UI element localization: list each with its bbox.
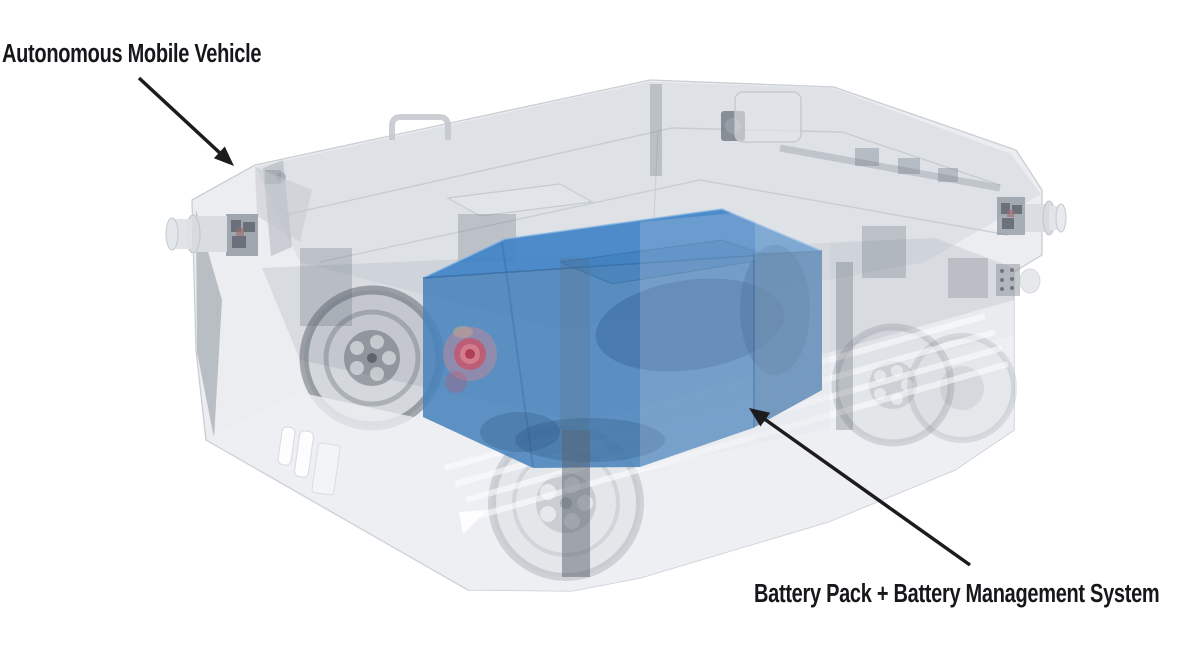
battery-front-edge [422, 250, 823, 279]
lidar-sensor-left [165, 214, 258, 256]
actuator-block [898, 158, 920, 174]
interior-module [948, 258, 988, 298]
carry-handle [389, 114, 451, 140]
battery-front-face [423, 251, 822, 468]
actuator-block [938, 168, 958, 182]
hull-ghost-overlay [640, 204, 830, 470]
battery-top-edge-highlight [422, 208, 823, 279]
battery-top-face [423, 209, 822, 278]
roof-box [734, 91, 802, 143]
skirt-bottom-edge [205, 439, 469, 591]
arrowhead [213, 146, 234, 166]
vent-slot [294, 430, 314, 478]
skirt-plate [311, 442, 341, 496]
battery-crease [501, 241, 534, 467]
interior-module [862, 226, 906, 278]
vehicle-label: Autonomous Mobile Vehicle [2, 40, 262, 69]
battery-pack-highlight [422, 204, 830, 470]
sensor-mast [650, 84, 662, 176]
battery-side-face [753, 251, 822, 428]
frame-post [562, 430, 590, 577]
callout-arrow-battery [749, 408, 972, 567]
lidar-sensor-right [997, 197, 1067, 294]
battery-shadow [480, 412, 560, 452]
wheel-right-front [907, 333, 1017, 443]
roof-edge-line [319, 179, 1009, 263]
left-wedge [196, 210, 222, 438]
bolt-dots [1000, 268, 1014, 291]
frame-strip [836, 262, 853, 430]
arrowhead [749, 408, 771, 427]
hull-ghost-overlay [755, 205, 830, 442]
frame-post [560, 258, 590, 430]
roof-hatch [446, 183, 594, 217]
wheel-right-rear [831, 323, 955, 447]
corner-shade [255, 167, 312, 242]
battery-shadow [595, 278, 785, 372]
battery-label: Battery Pack + Battery Management System [754, 580, 1160, 609]
battery-top-panel [558, 239, 776, 285]
actuator-block [855, 148, 879, 166]
bolt-plate [996, 264, 1020, 296]
actuator-arm [779, 144, 1001, 192]
callout-arrow-vehicle [137, 76, 234, 166]
estop-button [443, 326, 497, 393]
skirt-notch [459, 510, 487, 534]
vent-slot [277, 426, 296, 466]
battery-shadow [740, 245, 810, 375]
